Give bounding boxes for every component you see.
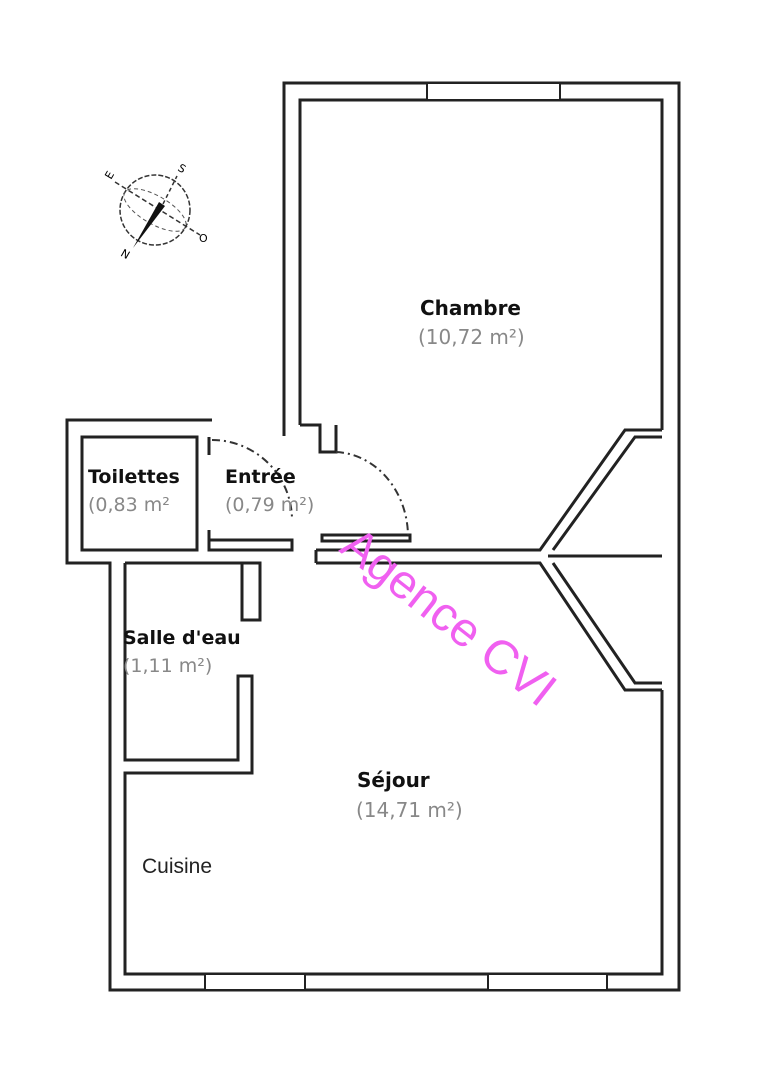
room-name-salle-eau: Salle d'eau [123, 627, 241, 649]
compass-s: S [176, 161, 189, 176]
inner-wall-chambre [298, 98, 664, 430]
window-chambre [426, 82, 561, 101]
compass-icon: S E O N [102, 161, 208, 261]
door-swing-arc [335, 451, 409, 536]
closet-walls [548, 435, 662, 685]
toilettes-walls [80, 435, 199, 552]
window-sejour-right [487, 973, 608, 991]
room-area-chambre: (10,72 m²) [418, 325, 525, 349]
compass-e: E [102, 169, 117, 182]
compass-n: N [119, 246, 133, 261]
compass-o: O [199, 232, 208, 245]
room-area-entree: (0,79 m²) [225, 494, 315, 516]
door-leaf [320, 533, 412, 543]
room-name-chambre: Chambre [420, 296, 521, 320]
entree-wall [207, 538, 294, 552]
entry-door-arc [211, 439, 293, 521]
window-sejour-left [204, 973, 306, 991]
room-area-toilettes: (0,83 m² [88, 494, 170, 516]
inner-wall-sejour [123, 690, 664, 976]
room-name-sejour: Séjour [357, 768, 430, 792]
room-name-toilettes: Toilettes [88, 466, 180, 488]
outer-wall [65, 81, 681, 992]
kitchen-label: Cuisine [142, 855, 213, 878]
room-area-salle-eau: (1,11 m²) [123, 655, 213, 677]
salle-eau-walls [123, 561, 262, 762]
partition-wall [314, 428, 662, 692]
chambre-jamb [282, 420, 338, 454]
room-name-entree: Entrée [225, 466, 296, 488]
room-area-sejour: (14,71 m²) [356, 798, 463, 822]
